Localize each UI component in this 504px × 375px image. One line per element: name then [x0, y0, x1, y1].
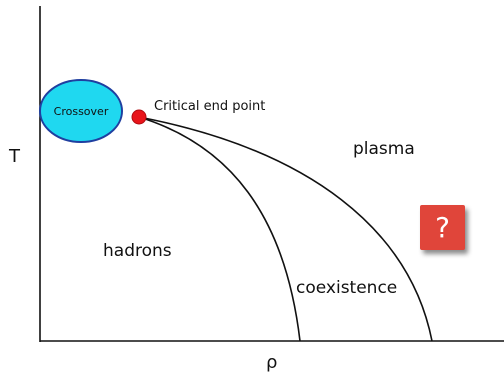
- question-badge: ?: [420, 205, 465, 250]
- outer-phase-boundary: [138, 116, 433, 342]
- inner-phase-boundary: [138, 116, 301, 342]
- critical-end-point-marker: [131, 109, 147, 125]
- crossover-region: [39, 79, 123, 143]
- question-mark-icon: ?: [435, 211, 450, 244]
- coexistence-label: coexistence: [296, 278, 397, 298]
- hadrons-label: hadrons: [103, 241, 172, 261]
- y-axis-label: T: [8, 146, 21, 167]
- plasma-label: plasma: [353, 139, 415, 159]
- x-axis-label: ρ: [266, 352, 277, 373]
- critical-end-point-label: Critical end point: [154, 99, 265, 114]
- crossover-label: Crossover: [54, 105, 109, 118]
